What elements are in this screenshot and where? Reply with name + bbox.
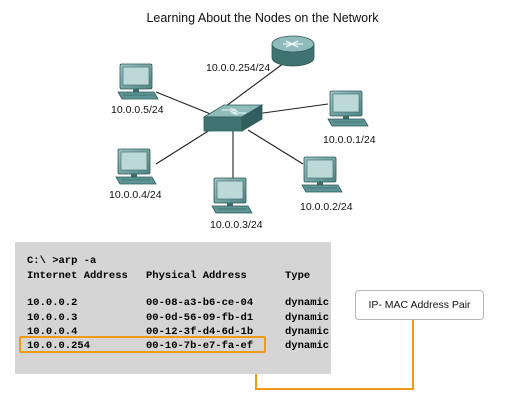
row-ip: 10.0.0.4 xyxy=(27,326,78,338)
pc-label-bottomright: 10.0.0.2/24 xyxy=(300,201,353,213)
row-ip: 10.0.0.254 xyxy=(27,340,91,352)
row-ip: 10.0.0.3 xyxy=(27,312,78,324)
router-label: 10.0.0.254/24 xyxy=(206,62,271,74)
pc-icon-bottomright xyxy=(301,156,343,193)
header-physical-address: Physical Address xyxy=(146,270,247,282)
row-mac: 00-12-3f-d4-6d-1b xyxy=(146,326,254,338)
network-links xyxy=(155,59,329,183)
row-type: dynamic xyxy=(285,340,330,352)
pc-label-right: 10.0.0.1/24 xyxy=(323,134,376,146)
switch-icon xyxy=(202,104,264,132)
row-type: dynamic xyxy=(285,326,330,338)
pc-icon-bottom xyxy=(211,177,253,214)
header-internet-address: Internet Address xyxy=(27,270,128,282)
ip-mac-pair-highlight xyxy=(19,336,266,353)
pc-icon-midleft xyxy=(115,148,157,185)
row-mac: 00-10-7b-e7-fa-ef xyxy=(146,340,254,352)
pc-label-midleft: 10.0.0.4/24 xyxy=(109,189,162,201)
row-mac: 00-08-a3-b6-ce-04 xyxy=(146,297,254,309)
pc-label-bottom: 10.0.0.3/24 xyxy=(210,219,263,231)
row-type: dynamic xyxy=(285,297,330,309)
diagram-title: Learning About the Nodes on the Network xyxy=(146,11,379,25)
pc-label-topleft: 10.0.0.5/24 xyxy=(111,104,164,116)
row-type: dynamic xyxy=(285,312,330,324)
row-mac: 00-0d-56-09-fb-d1 xyxy=(146,312,254,324)
ip-mac-pair-callout: IP- MAC Address Pair xyxy=(355,290,484,320)
header-type: Type xyxy=(285,270,311,282)
pc-icon-right xyxy=(327,90,369,127)
row-ip: 10.0.0.2 xyxy=(27,297,78,309)
arp-console-output: C:\ >arp -a Internet Address Physical Ad… xyxy=(15,242,331,374)
router-icon xyxy=(271,35,315,67)
console-command: C:\ >arp -a xyxy=(27,255,97,267)
pc-icon-topleft xyxy=(117,63,159,100)
